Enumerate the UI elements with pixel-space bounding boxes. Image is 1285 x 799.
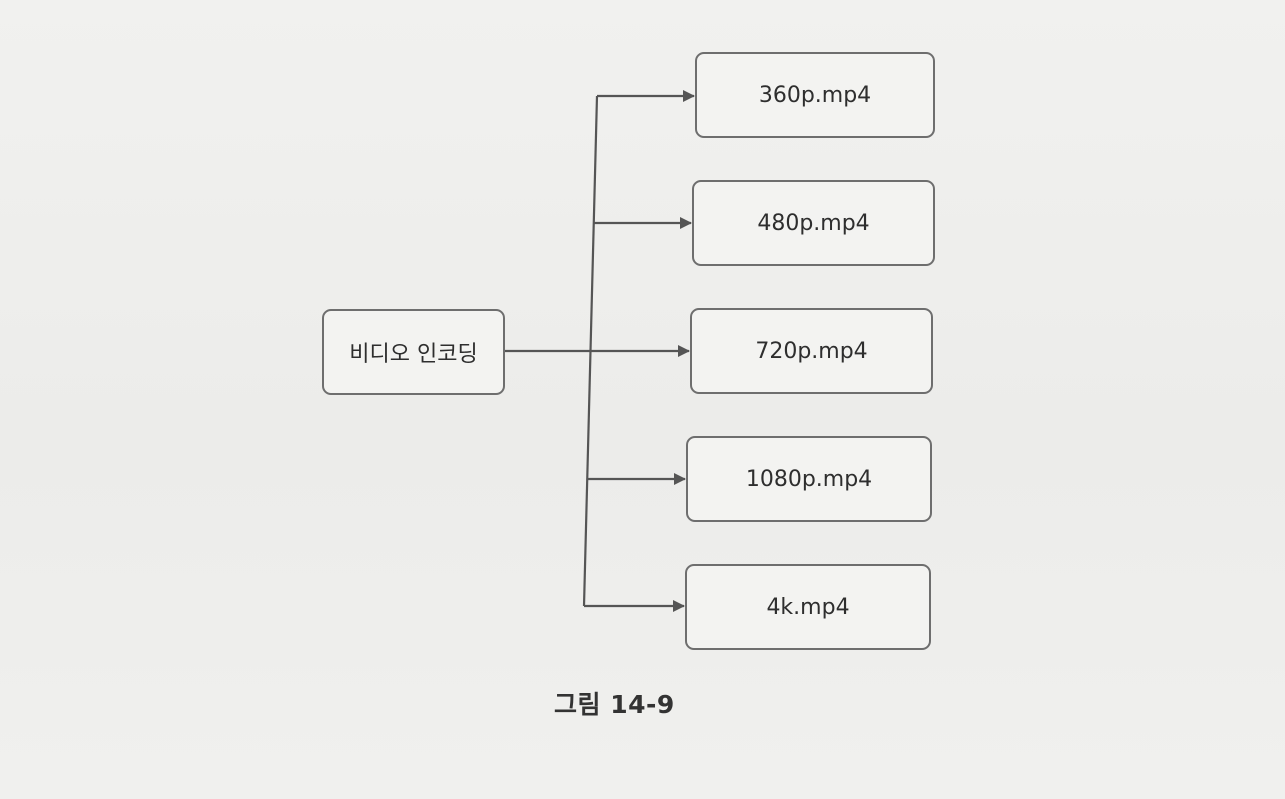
figure-caption: 그림 14-9 — [554, 690, 675, 719]
output-node-4k: 4k.mp4 — [685, 564, 931, 650]
output-label-360p: 360p.mp4 — [758, 82, 872, 108]
video-encoding-node: 비디오 인코딩 — [322, 309, 505, 395]
output-label-1080p: 1080p.mp4 — [745, 466, 873, 492]
output-node-720p: 720p.mp4 — [690, 308, 933, 394]
output-node-1080p: 1080p.mp4 — [686, 436, 932, 522]
output-label-480p: 480p.mp4 — [757, 210, 870, 236]
video-encoding-label: 비디오 인코딩 — [349, 342, 478, 367]
output-node-480p: 480p.mp4 — [692, 180, 935, 266]
output-label-720p: 720p.mp4 — [755, 338, 868, 364]
output-node-360p: 360p.mp4 — [695, 52, 935, 138]
output-label-4k: 4k.mp4 — [766, 594, 850, 620]
